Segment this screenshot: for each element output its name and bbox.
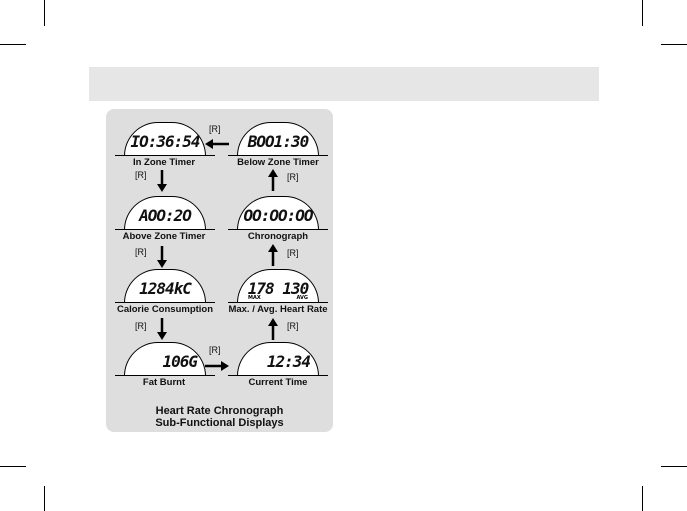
label-current-time: Current Time xyxy=(222,377,334,388)
button-tag: [R] xyxy=(135,321,147,331)
crop-mark xyxy=(44,0,45,26)
lcd-readout: 12:34 xyxy=(267,352,310,371)
button-tag: [R] xyxy=(135,247,147,257)
button-tag: [R] xyxy=(287,172,299,182)
arrow-left-icon xyxy=(205,139,229,149)
lcd-readout: 1284kC xyxy=(125,279,205,298)
crop-mark xyxy=(642,486,643,511)
arrow-right-icon xyxy=(205,361,229,371)
arrow-up-icon xyxy=(268,169,278,191)
label-max-avg-heart-rate: Max. / Avg. Heart Rate xyxy=(224,304,332,315)
lcd-readout: AOO:2O xyxy=(125,206,205,225)
caption-line-1: Heart Rate Chronograph xyxy=(106,405,333,417)
label-chronograph: Chronograph xyxy=(222,231,334,242)
arrow-down-icon xyxy=(157,318,167,340)
lcd-readout: OO:OO:OO xyxy=(238,206,318,225)
label-fat-burnt: Fat Burnt xyxy=(114,377,214,388)
button-tag: [R] xyxy=(209,124,221,134)
max-tag: MAX xyxy=(248,295,261,301)
crop-mark xyxy=(0,466,26,467)
arrow-up-icon xyxy=(268,318,278,340)
header-band xyxy=(89,67,599,101)
arrow-down-icon xyxy=(157,246,167,268)
lcd-readout: BOO1:30 xyxy=(238,132,318,151)
lcd-readout: 106G xyxy=(162,352,197,371)
crop-mark xyxy=(0,44,26,45)
arrow-up-icon xyxy=(268,244,278,266)
crop-mark xyxy=(661,466,687,467)
label-calorie-consumption: Calorie Consumption xyxy=(107,304,223,315)
label-in-zone-timer: In Zone Timer xyxy=(114,157,214,168)
crop-mark xyxy=(661,44,687,45)
button-tag: [R] xyxy=(287,248,299,258)
button-tag: [R] xyxy=(209,345,221,355)
caption-line-2: Sub-Functional Displays xyxy=(106,417,333,429)
label-below-zone-timer: Below Zone Timer xyxy=(222,157,334,168)
crop-mark xyxy=(44,486,45,511)
lcd-readout: IO:36:54 xyxy=(125,132,205,151)
arrow-down-icon xyxy=(157,170,167,192)
avg-tag: AVG xyxy=(296,295,308,301)
crop-mark xyxy=(642,0,643,26)
button-tag: [R] xyxy=(287,321,299,331)
button-tag: [R] xyxy=(135,170,147,180)
label-above-zone-timer: Above Zone Timer xyxy=(109,231,219,242)
